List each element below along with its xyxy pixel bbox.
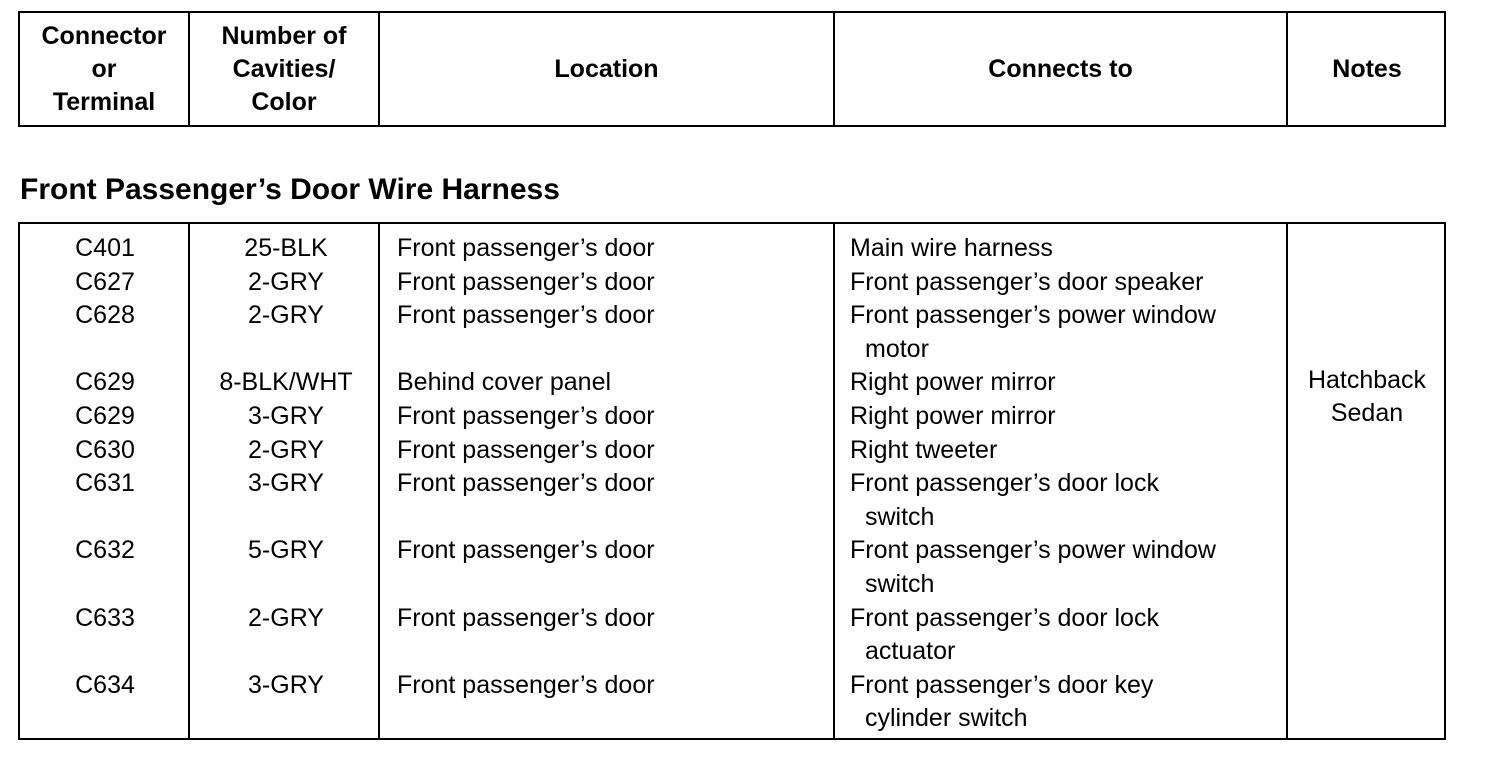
header-notes: Notes <box>1332 54 1402 83</box>
cavities-cell: 2-GRY <box>248 267 324 296</box>
cavities-cell: 3-GRY <box>248 402 324 430</box>
cavities-cell: 2-GRY <box>248 301 324 330</box>
cavities-cell: 3-GRY <box>248 670 324 699</box>
connects-to-cell: Front passenger’s power window <box>850 536 1216 565</box>
connector-cell: C629 <box>75 402 135 430</box>
connector-cell: C633 <box>75 603 135 632</box>
header-location: Location <box>554 54 659 83</box>
column-divider <box>188 224 190 738</box>
header-table: Connector or Terminal Number of Cavities… <box>18 11 1446 127</box>
location-cell: Front passenger’s door <box>397 603 655 632</box>
column-divider <box>1286 13 1288 125</box>
column-divider <box>1286 224 1288 738</box>
notes-cell: Hatchback Sedan <box>1307 366 1427 427</box>
cavities-cell: 5-GRY <box>248 536 324 565</box>
body-table: C401 25-BLK Front passenger’s door Main wir… <box>18 222 1446 740</box>
column-divider <box>378 13 380 125</box>
connects-to-cell: Front passenger’s power window <box>850 301 1216 330</box>
location-cell: Front passenger’s door <box>397 536 655 565</box>
section-title: Front Passenger’s Door Wire Harness <box>20 173 560 206</box>
connects-to-cell: Right tweeter <box>850 435 998 464</box>
cavities-cell: 3-GRY <box>248 469 324 498</box>
column-divider <box>188 13 190 125</box>
connects-to-cell: actuator <box>865 637 956 666</box>
connector-cell: C627 <box>75 267 135 296</box>
connects-to-cell: Right power mirror <box>850 402 1056 430</box>
connects-to-cell: cylinder switch <box>865 704 1028 733</box>
connector-cell: C401 <box>75 234 135 262</box>
connector-cell: C628 <box>75 301 135 330</box>
connects-to-cell: switch <box>865 502 935 531</box>
column-divider <box>833 13 835 125</box>
cavities-cell: 2-GRY <box>248 603 324 632</box>
connects-to-cell: switch <box>865 570 935 598</box>
header-cavities: Number of Cavities/ Color <box>221 21 347 116</box>
location-cell: Behind cover panel <box>397 368 612 397</box>
connector-cell: C634 <box>75 670 135 699</box>
cavities-cell: 8-BLK/WHT <box>219 368 353 397</box>
location-cell: Front passenger’s door <box>397 234 655 262</box>
connects-to-cell: Right power mirror <box>850 368 1056 397</box>
connects-to-cell: Front passenger’s door lock <box>850 603 1159 632</box>
cavities-cell: 25-BLK <box>244 234 328 262</box>
column-divider <box>378 224 380 738</box>
header-connects-to: Connects to <box>988 54 1133 83</box>
connects-to-cell: motor <box>865 334 929 363</box>
connector-cell: C631 <box>75 469 135 498</box>
connector-cell: C632 <box>75 536 135 565</box>
connector-cell: C629 <box>75 368 135 397</box>
cavities-cell: 2-GRY <box>248 435 324 464</box>
location-cell: Front passenger’s door <box>397 670 655 699</box>
location-cell: Front passenger’s door <box>397 301 655 330</box>
location-cell: Front passenger’s door <box>397 402 655 430</box>
location-cell: Front passenger’s door <box>397 267 655 296</box>
connects-to-cell: Main wire harness <box>850 234 1053 262</box>
column-divider <box>833 224 835 738</box>
connector-cell: C630 <box>75 435 135 464</box>
location-cell: Front passenger’s door <box>397 469 655 498</box>
connects-to-cell: Front passenger’s door key <box>850 670 1154 699</box>
connects-to-cell: Front passenger’s door lock <box>850 469 1159 498</box>
header-connector: Connector or Terminal <box>41 21 167 116</box>
connects-to-cell: Front passenger’s door speaker <box>850 267 1204 296</box>
location-cell: Front passenger’s door <box>397 435 655 464</box>
